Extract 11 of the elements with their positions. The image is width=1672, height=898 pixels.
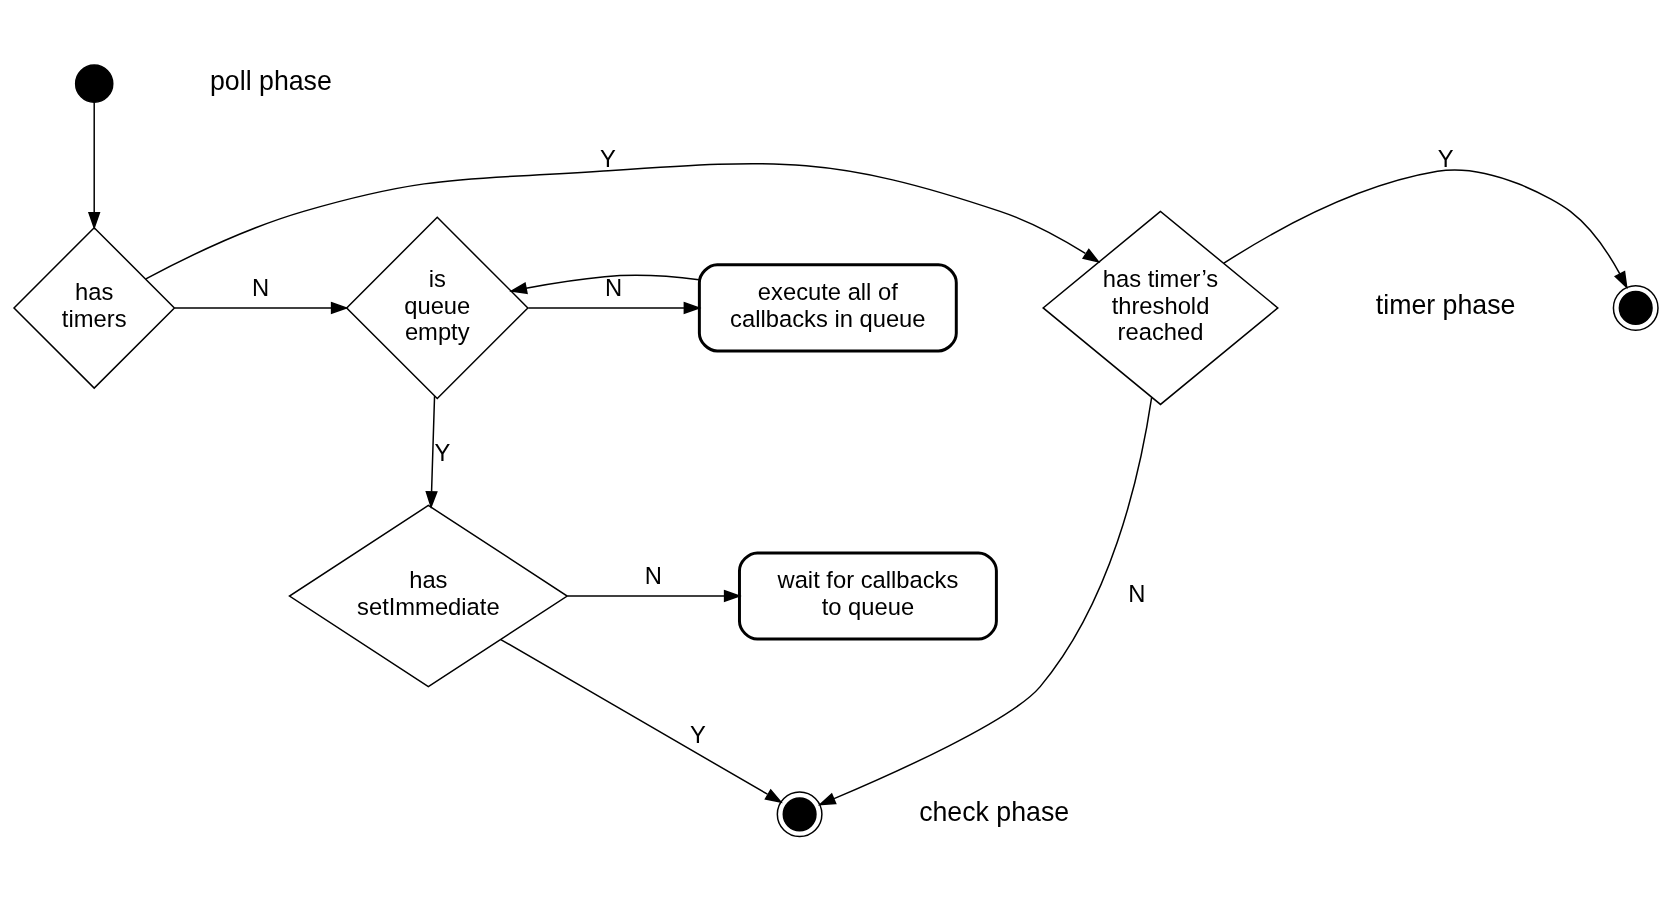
edge-label: Y (689, 720, 706, 748)
edge-label: Y (600, 144, 616, 172)
edge-label: Y (434, 438, 451, 466)
edge-label: N (1128, 579, 1146, 607)
node-label: check phase (919, 796, 1070, 827)
edge-label: N (251, 273, 270, 301)
edge-label: N (605, 273, 623, 301)
edge-label: N (644, 561, 662, 589)
node-label: timer phase (1375, 290, 1516, 321)
node-label: poll phase (210, 66, 332, 97)
edge-label: Y (1437, 144, 1454, 172)
